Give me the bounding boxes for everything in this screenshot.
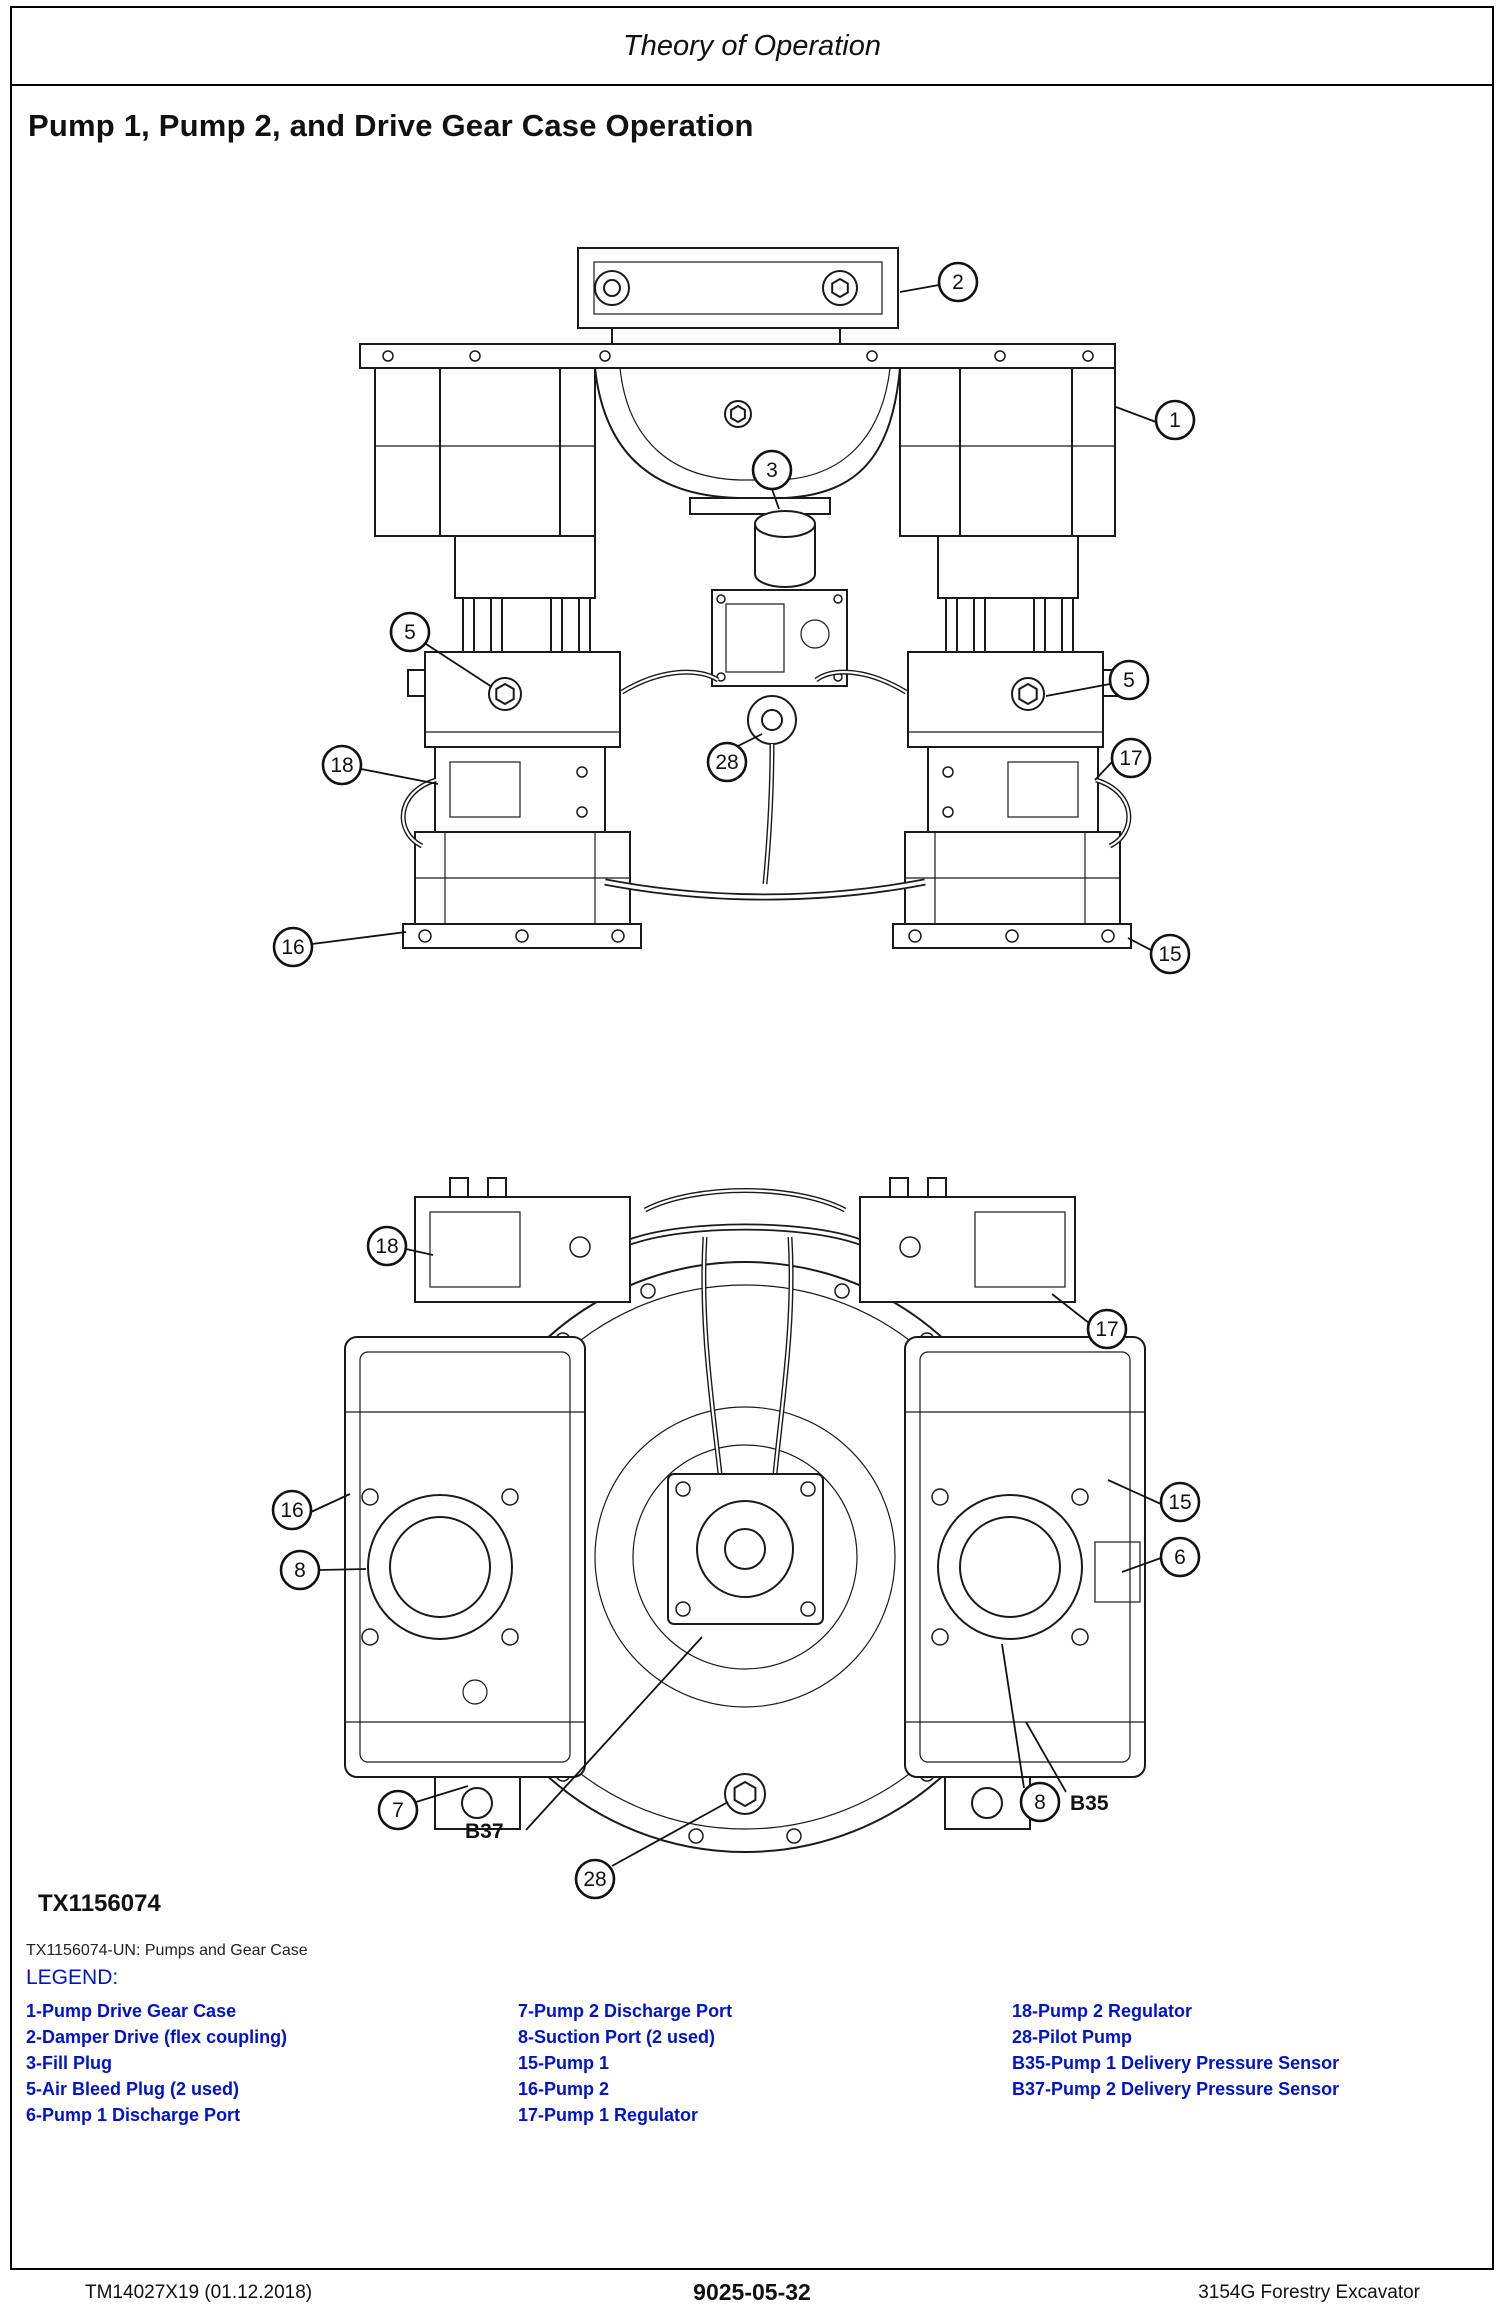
- callout-7: 7: [377, 1789, 419, 1831]
- pump-drive-gear-case: [359, 343, 1116, 537]
- legend-item: 7-Pump 2 Discharge Port: [518, 2001, 733, 2021]
- hydraulic-pipes: [400, 669, 1132, 901]
- callout-15: 15: [1149, 933, 1191, 975]
- legend-item: 18-Pump 2 Regulator: [1012, 2001, 1193, 2021]
- legend-item: 17-Pump 1 Regulator: [518, 2105, 699, 2125]
- regulators-bottom-view: [414, 1177, 1076, 1475]
- pilot-pump-block: [711, 589, 848, 745]
- svg-text:5: 5: [404, 621, 416, 644]
- legend-item: B37-Pump 2 Delivery Pressure Sensor: [1012, 2079, 1340, 2099]
- diagram-top-view: 2 1 3 5 5 18 28 17 16 15: [272, 247, 1196, 975]
- footer-model-name: 3154G Forestry Excavator: [1198, 2282, 1420, 2303]
- legend-item: 5-Air Bleed Plug (2 used): [26, 2079, 240, 2099]
- svg-text:2: 2: [952, 271, 964, 294]
- callout-28: 28: [574, 1858, 616, 1900]
- svg-text:15: 15: [1158, 943, 1181, 966]
- legend-item: 16-Pump 2: [518, 2079, 610, 2099]
- callout-18: 18: [366, 1225, 408, 1267]
- svg-text:18: 18: [375, 1235, 398, 1258]
- callout-15: 15: [1159, 1481, 1201, 1523]
- legend-item: 15-Pump 1: [518, 2053, 610, 2073]
- diagram-bottom-view: 18 17 16 15 8 6 7 8 28 B35 B37: [271, 1177, 1201, 1900]
- svg-text:3: 3: [766, 459, 778, 482]
- pump-1-bottom: [904, 1336, 1146, 1830]
- svg-text:28: 28: [583, 1868, 606, 1891]
- callout-18: 18: [321, 744, 363, 786]
- pilot-pump-bottom: [667, 1473, 824, 1815]
- damper-drive-bracket: [577, 247, 899, 344]
- callout-16: 16: [271, 1489, 313, 1531]
- callout-5-left: 5: [389, 611, 431, 653]
- svg-text:18: 18: [330, 754, 353, 777]
- svg-text:16: 16: [281, 936, 304, 959]
- legend-item: B35-Pump 1 Delivery Pressure Sensor: [1012, 2053, 1340, 2073]
- svg-text:6: 6: [1174, 1546, 1186, 1569]
- svg-text:16: 16: [280, 1499, 303, 1522]
- callout-28: 28: [706, 741, 748, 783]
- callout-2: 2: [937, 261, 979, 303]
- legend-column-1: 1-Pump Drive Gear Case 2-Damper Drive (f…: [26, 1998, 287, 2128]
- svg-text:28: 28: [715, 751, 738, 774]
- footer-manual-id: TM14027X19 (01.12.2018): [85, 2282, 313, 2303]
- pump-2-assembly: [402, 651, 642, 949]
- svg-text:8: 8: [294, 1559, 306, 1582]
- leader-lines: [310, 1248, 1162, 1867]
- callout-5-right: 5: [1108, 659, 1150, 701]
- figure-caption: TX1156074-UN: Pumps and Gear Case: [26, 1942, 308, 1959]
- svg-text:17: 17: [1119, 747, 1142, 770]
- callout-3: 3: [751, 449, 793, 491]
- legend-column-2: 7-Pump 2 Discharge Port 8-Suction Port (…: [518, 1998, 732, 2128]
- fill-plug: [754, 510, 816, 588]
- legend-item: 1-Pump Drive Gear Case: [26, 2001, 237, 2021]
- callout-17: 17: [1110, 737, 1152, 779]
- section-title: Pump 1, Pump 2, and Drive Gear Case Oper…: [28, 108, 754, 143]
- svg-text:15: 15: [1168, 1491, 1191, 1514]
- page-frame: Theory of Operation Pump 1, Pump 2, and …: [10, 6, 1494, 2270]
- callout-8-left: 8: [279, 1549, 321, 1591]
- callout-1: 1: [1154, 399, 1196, 441]
- pump-1-assembly: [892, 651, 1132, 949]
- legend-item: 3-Fill Plug: [26, 2053, 113, 2073]
- callout-17: 17: [1086, 1308, 1128, 1350]
- legend-item: 2-Damper Drive (flex coupling): [26, 2027, 288, 2047]
- legend-title: LEGEND:: [26, 1966, 119, 1989]
- footer-page-number: 9025-05-32: [693, 2279, 811, 2305]
- svg-text:7: 7: [392, 1799, 404, 1822]
- label-b37: B37: [465, 1820, 504, 1843]
- callout-6: 6: [1159, 1536, 1201, 1578]
- page-header: Theory of Operation: [12, 8, 1492, 86]
- svg-text:8: 8: [1034, 1791, 1046, 1814]
- legend-column-3: 18-Pump 2 Regulator 28-Pilot Pump B35-Pu…: [1012, 1998, 1339, 2102]
- svg-text:1: 1: [1169, 409, 1181, 432]
- pump-2-bottom: [344, 1336, 586, 1830]
- callout-8-right: 8: [1019, 1781, 1061, 1823]
- label-b35: B35: [1070, 1792, 1109, 1815]
- svg-text:17: 17: [1095, 1318, 1118, 1341]
- pump-mounting-studs: [454, 535, 1079, 653]
- page-header-title: Theory of Operation: [623, 29, 881, 62]
- callout-16: 16: [272, 926, 314, 968]
- legend-item: 8-Suction Port (2 used): [518, 2027, 716, 2047]
- svg-text:5: 5: [1123, 669, 1135, 692]
- leader-lines: [311, 284, 1157, 951]
- legend-item: 28-Pilot Pump: [1012, 2027, 1133, 2047]
- figure-id: TX1156074: [38, 1890, 161, 1917]
- legend-item: 6-Pump 1 Discharge Port: [26, 2105, 241, 2125]
